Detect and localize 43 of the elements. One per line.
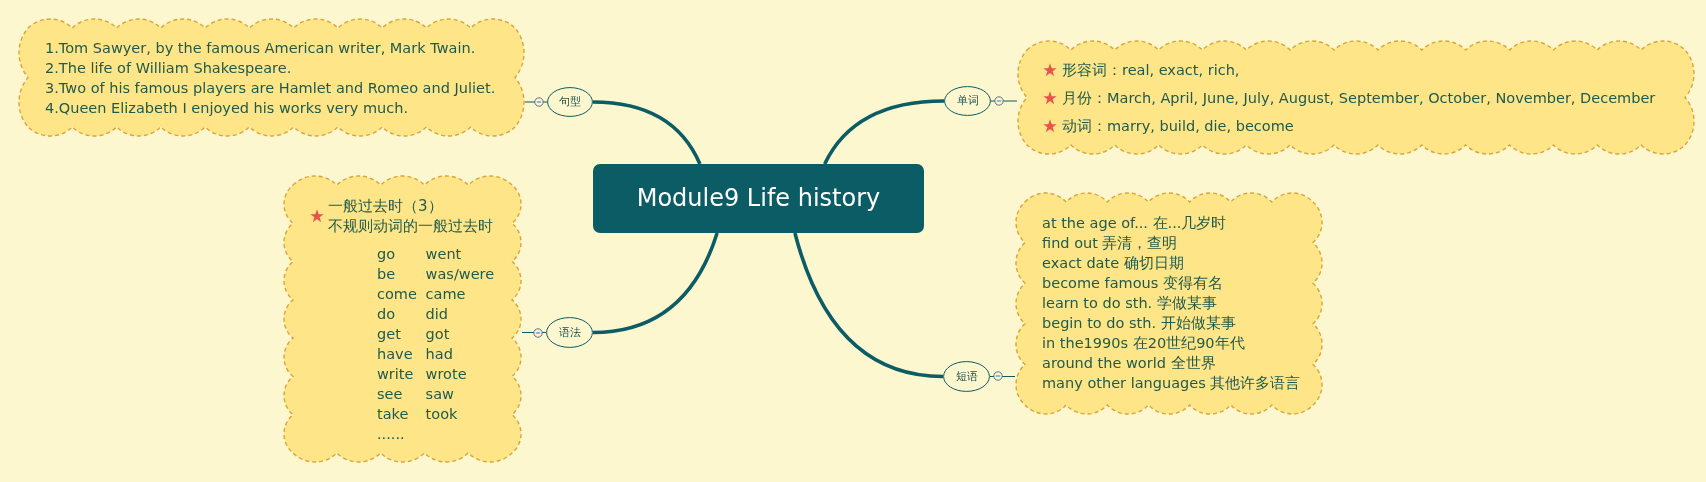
list-item: at the age of... 在...几岁时 bbox=[1042, 214, 1227, 233]
topic-ellipse: 单词 bbox=[944, 86, 991, 116]
list-item: be was/were bbox=[377, 265, 495, 284]
list-item: 1.Tom Sawyer, by the famous American writer, Mark Twain. bbox=[45, 39, 476, 58]
cloud-bubble bbox=[1015, 192, 1323, 415]
topic-ellipse: 短语 bbox=[943, 361, 990, 392]
list-item: 4.Queen Elizabeth I enjoyed his works very much. bbox=[45, 99, 408, 118]
list-item: exact date 确切日期 bbox=[1042, 254, 1184, 273]
list-item: see saw bbox=[377, 385, 454, 404]
list-item: ...... bbox=[377, 425, 405, 444]
connector-line bbox=[990, 100, 1018, 102]
branch-line bbox=[592, 100, 702, 165]
list-item: in the1990s 在20世纪90年代 bbox=[1042, 334, 1245, 353]
list-item: 3.Two of his famous players are Hamlet and Romeo and Juliet. bbox=[45, 79, 496, 98]
list-item: 形容词：real, exact, rich, bbox=[1062, 61, 1240, 80]
list-item: 动词：marry, build, die, become bbox=[1062, 117, 1294, 136]
list-item: go went bbox=[377, 245, 462, 264]
list-item: take took bbox=[377, 405, 458, 424]
list-item: begin to do sth. 开始做某事 bbox=[1042, 314, 1236, 333]
heading-text: 一般过去时（3） bbox=[328, 196, 443, 216]
list-item: come came bbox=[377, 285, 466, 304]
list-item: 月份：March, April, June, July, August, September, October, November, December bbox=[1062, 89, 1656, 108]
branch-line bbox=[823, 99, 945, 165]
list-item: do did bbox=[377, 305, 449, 324]
list-item: find out 弄清，查明 bbox=[1042, 234, 1178, 253]
list-item: many other languages 其他许多语言 bbox=[1042, 374, 1301, 393]
heading-text: 不规则动词的一般过去时 bbox=[328, 216, 493, 236]
list-item: write wrote bbox=[377, 365, 467, 384]
branch-line bbox=[592, 232, 719, 335]
topic-ellipse: 句型 bbox=[547, 87, 593, 117]
list-item: around the world 全世界 bbox=[1042, 354, 1216, 373]
list-item: get got bbox=[377, 325, 450, 344]
central-topic: Module9 Life history bbox=[593, 164, 924, 233]
branch-line bbox=[793, 232, 944, 379]
list-item: have had bbox=[377, 345, 453, 364]
cloud-bubble bbox=[283, 175, 522, 463]
list-item: 2.The life of William Shakespeare. bbox=[45, 59, 292, 78]
topic-ellipse: 语法 bbox=[546, 317, 593, 348]
list-item: learn to do sth. 学做某事 bbox=[1042, 294, 1217, 313]
connector-line bbox=[989, 376, 1016, 377]
list-item: become famous 变得有名 bbox=[1042, 274, 1223, 293]
cloud-bubble bbox=[18, 18, 525, 137]
cloud-bubble bbox=[1017, 40, 1695, 155]
